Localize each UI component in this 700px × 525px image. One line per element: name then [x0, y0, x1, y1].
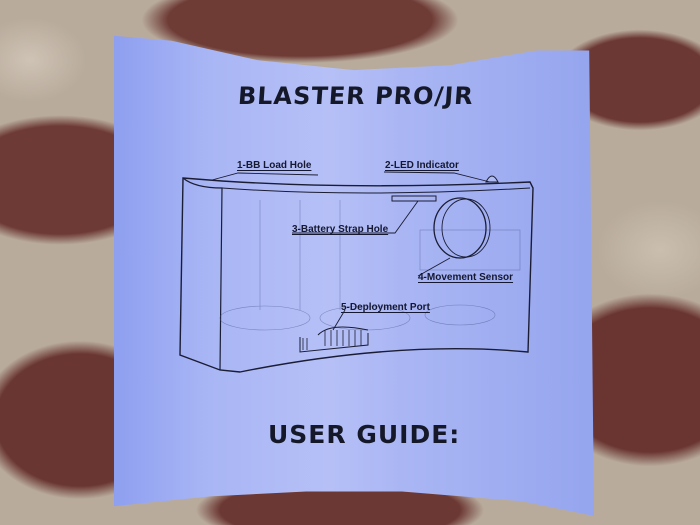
label-battery-strap-hole: 3-Battery Strap Hole	[292, 224, 389, 235]
label-led-indicator: 2-LED Indicator	[385, 160, 459, 171]
label-movement-sensor: 4-Movement Sensor	[418, 272, 514, 283]
user-guide-paper	[114, 35, 594, 516]
user-guide-heading: USER GUIDE:	[268, 420, 461, 449]
label-deployment-port: 5-Deployment Port	[341, 302, 430, 313]
label-bb-load-hole: 1-BB Load Hole	[237, 160, 312, 171]
